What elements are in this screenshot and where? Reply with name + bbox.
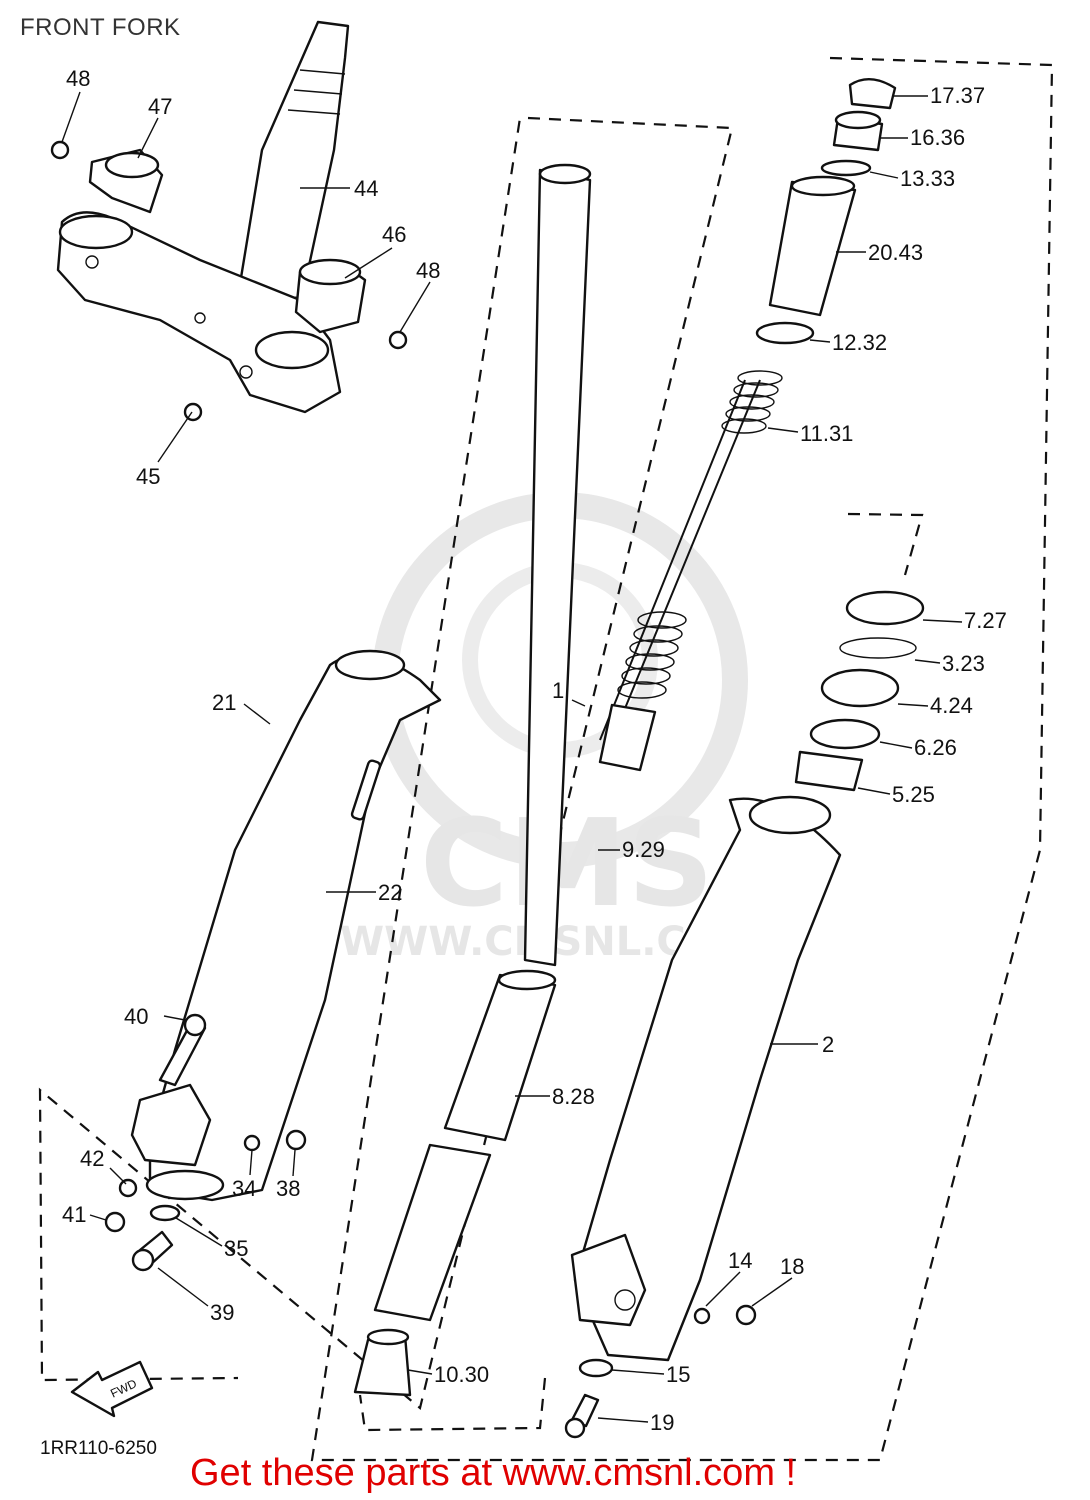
callouts: 48 47 44 46 48 45 17.37 16.36 13.33 20.4…	[62, 66, 1007, 1435]
seal-stack	[794, 590, 925, 792]
spring-upper	[721, 370, 783, 434]
leader-lines	[61, 91, 963, 1423]
callout-11-31: 11.31	[800, 421, 853, 446]
clamp-parts	[50, 140, 408, 422]
callout-20-43: 20.43	[868, 240, 923, 265]
spring-lower	[617, 611, 687, 699]
callout-21: 21	[212, 690, 236, 715]
callout-13-33: 13.33	[900, 166, 955, 191]
callout-5-25: 5.25	[892, 782, 935, 807]
callout-3-23: 3.23	[942, 651, 985, 676]
damper-rod-and-springs	[598, 370, 783, 772]
callout-1: 1	[552, 678, 564, 703]
callout-14: 14	[728, 1248, 752, 1273]
callout-46: 46	[382, 222, 406, 247]
callout-2: 2	[822, 1032, 834, 1057]
collar-and-bushing	[353, 969, 557, 1397]
callout-42: 42	[80, 1146, 104, 1171]
callout-38: 38	[276, 1176, 300, 1201]
steering-stem-assembly	[56, 20, 350, 414]
diagram-code: 1RR110-6250	[40, 1438, 157, 1459]
callout-16-36: 16.36	[910, 125, 965, 150]
small-fasteners	[104, 1013, 757, 1439]
callout-17-37: 17.37	[930, 83, 985, 108]
callout-22: 22	[378, 880, 402, 905]
fork-cap-stack	[755, 78, 897, 345]
callout-10-30: 10.30	[434, 1362, 489, 1387]
callout-47: 47	[148, 94, 172, 119]
inner-tube	[523, 163, 592, 967]
group-outlines	[38, 56, 1054, 1462]
callout-48-top: 48	[66, 66, 90, 91]
watermark-brand: CMS	[420, 795, 714, 934]
callout-39: 39	[210, 1300, 234, 1325]
callout-45: 45	[136, 464, 160, 489]
callout-44: 44	[354, 176, 378, 201]
footer-link[interactable]: Get these parts at www.cmsnl.com !	[190, 1452, 797, 1494]
callout-6-26: 6.26	[914, 735, 957, 760]
right-outer-tube	[570, 795, 842, 1362]
callout-15: 15	[666, 1362, 690, 1387]
callout-8-28: 8.28	[552, 1084, 595, 1109]
fwd-arrow-icon: FWD	[70, 1360, 154, 1418]
callout-48-right: 48	[416, 258, 440, 283]
callout-19: 19	[650, 1410, 674, 1435]
callout-7-27: 7.27	[964, 608, 1007, 633]
callout-4-24: 4.24	[930, 693, 973, 718]
callout-9-29: 9.29	[622, 837, 665, 862]
callout-12-32: 12.32	[832, 330, 887, 355]
callout-40: 40	[124, 1004, 148, 1029]
callout-41: 41	[62, 1202, 86, 1227]
callout-35: 35	[224, 1236, 248, 1261]
diagram-title: FRONT FORK	[20, 14, 181, 41]
callout-18: 18	[780, 1254, 804, 1279]
callout-34: 34	[232, 1176, 256, 1201]
left-outer-tube	[130, 649, 442, 1202]
